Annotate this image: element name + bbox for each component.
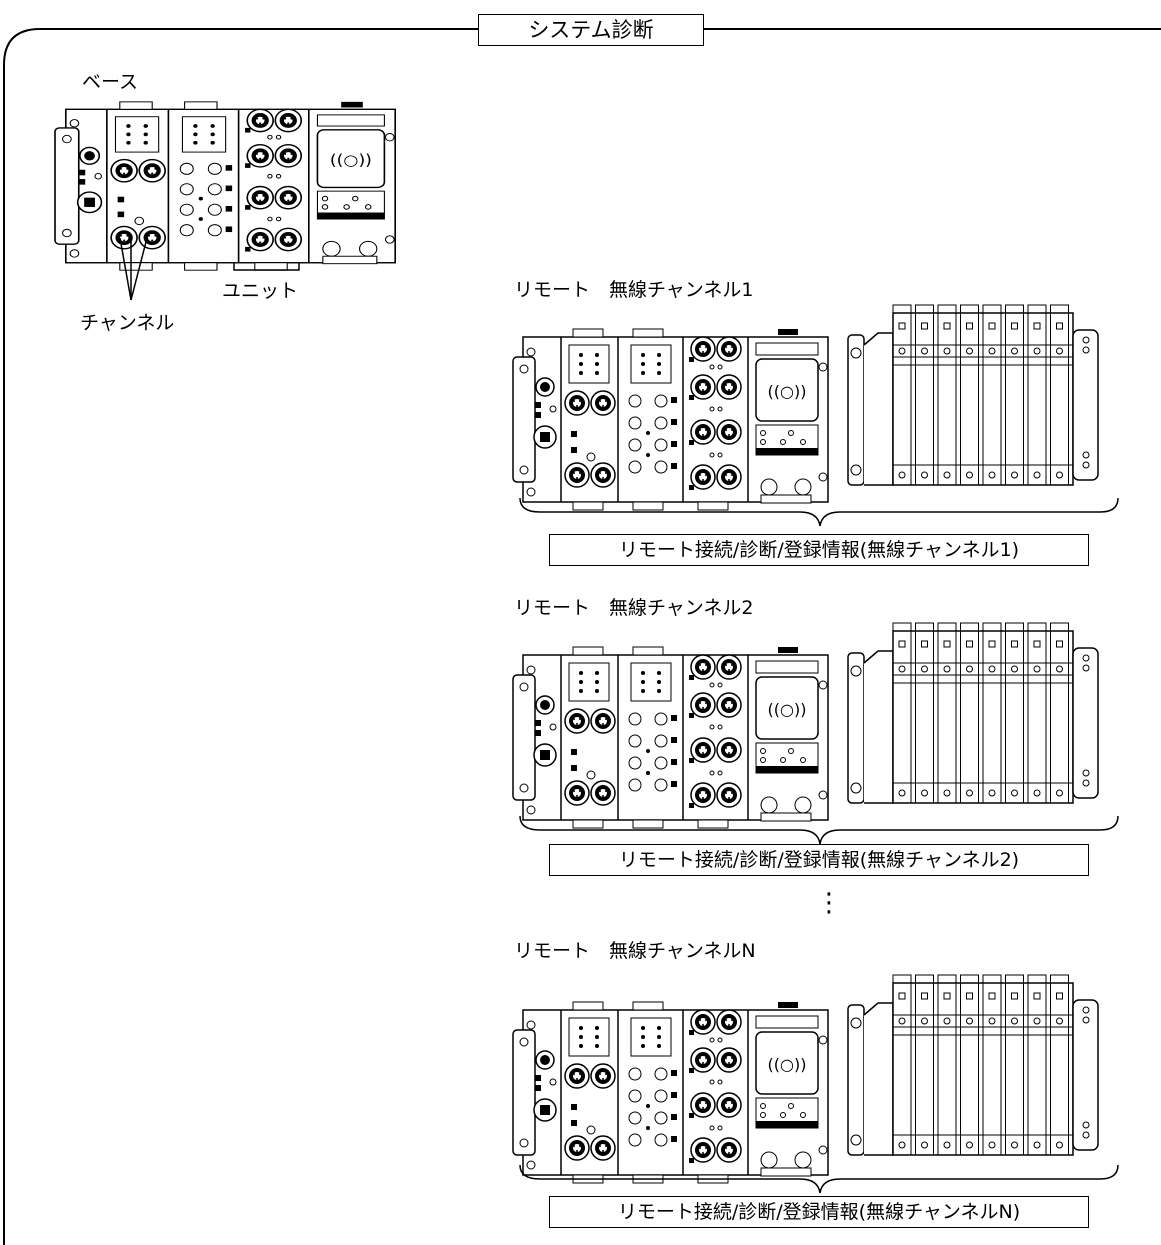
unit-label: ユニット [222, 282, 298, 301]
remote-1-info-box: リモート接続/診断/登録情報(無線チャンネル1) [549, 534, 1089, 566]
base-module-graphic [55, 102, 395, 270]
remote-2-label: リモート 無線チャンネル2 [514, 599, 754, 618]
remote-n-info-box: リモート接続/診断/登録情報(無線チャンネルN) [549, 1196, 1089, 1228]
remote-2-info-box: リモート接続/診断/登録情報(無線チャンネル2) [549, 844, 1089, 876]
remote-1-graphic [513, 305, 1118, 526]
page-title: システム診断 [478, 14, 704, 46]
remote-n-graphic [513, 975, 1118, 1193]
remote-1-label: リモート 無線チャンネル1 [514, 281, 754, 300]
base-label: ベース [82, 73, 138, 92]
remote-2-graphic [513, 623, 1118, 844]
ellipsis-vertical: ⋮ [816, 890, 842, 916]
remote-n-label: リモート 無線チャンネルN [514, 942, 756, 961]
channel-label: チャンネル [80, 314, 174, 333]
